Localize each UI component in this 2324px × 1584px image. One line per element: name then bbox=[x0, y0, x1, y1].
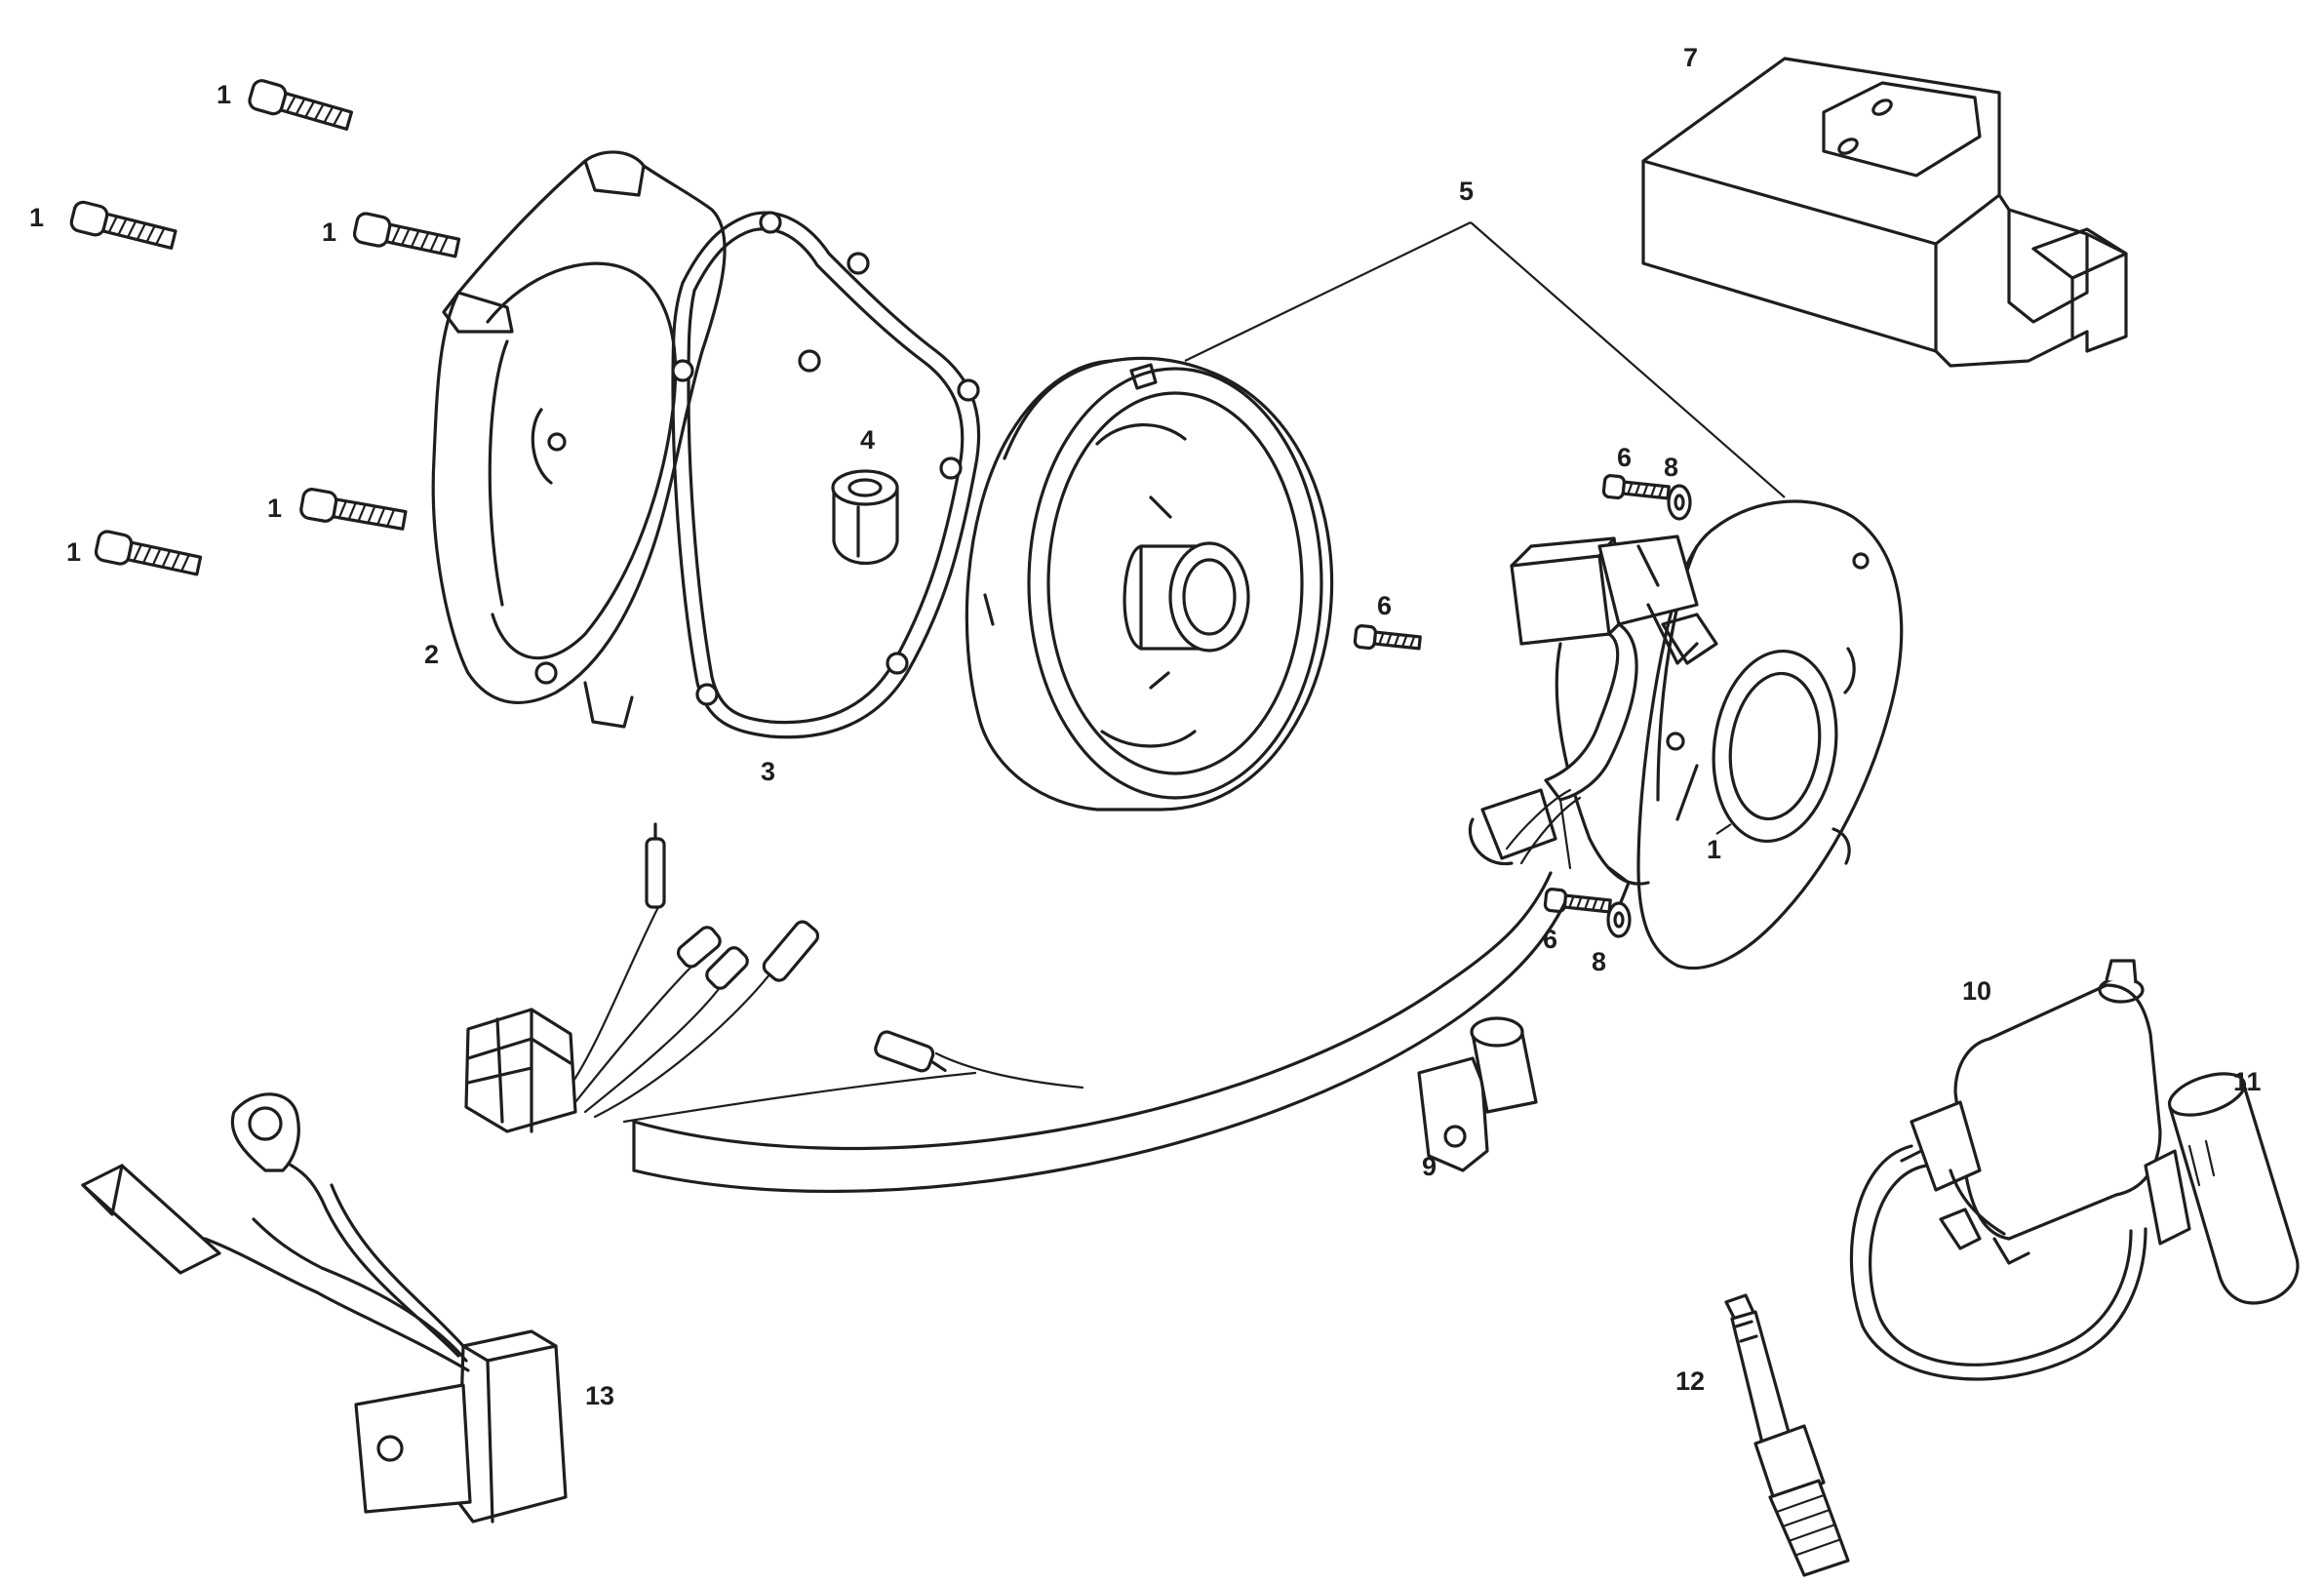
bullet-connector-b bbox=[676, 926, 722, 969]
spark-plug bbox=[1724, 1293, 1850, 1577]
washer-8-bottom bbox=[1606, 901, 1632, 938]
bullet-connector-c bbox=[705, 946, 749, 990]
callout-gasket: 3 bbox=[761, 757, 775, 786]
callout-screw-top: 6 bbox=[1617, 443, 1632, 472]
leader-5-to-flywheel bbox=[1184, 221, 1472, 362]
callout-washer-bottom: 8 bbox=[1592, 947, 1606, 976]
callout-bolt-c: 1 bbox=[322, 218, 336, 247]
bolt-1-left bbox=[69, 200, 177, 250]
callout-spark-plug: 12 bbox=[1675, 1366, 1705, 1396]
bolt-1-top bbox=[248, 79, 354, 131]
ignition-coil bbox=[1900, 959, 2162, 1265]
leader-5-to-stator bbox=[1470, 221, 1786, 498]
wiring-harness bbox=[464, 788, 1582, 1193]
callout-pickup-sensor: 9 bbox=[1422, 1152, 1437, 1181]
multi-pin-connector bbox=[464, 1008, 577, 1133]
leader-1-stator bbox=[1715, 823, 1732, 835]
washer-8-top bbox=[1667, 484, 1692, 521]
spark-plug-cap bbox=[1849, 1072, 2300, 1381]
voltage-regulator bbox=[81, 1092, 568, 1524]
callout-bolt-b: 1 bbox=[29, 203, 44, 232]
stator bbox=[1510, 499, 1904, 970]
alternator-cover bbox=[431, 150, 727, 729]
callout-stator-part: 1 bbox=[1707, 835, 1721, 864]
screw-6-mid bbox=[1353, 624, 1422, 651]
cdi-unit bbox=[1641, 57, 2128, 368]
bullet-connector-a bbox=[645, 822, 666, 909]
callout-flywheel-stator-assembly: 5 bbox=[1459, 177, 1474, 206]
callout-screw-bottom: 6 bbox=[1543, 925, 1557, 954]
screw-6-top bbox=[1601, 474, 1671, 500]
bushing bbox=[831, 469, 899, 565]
bolt-1-lower bbox=[299, 488, 408, 531]
cover-gasket bbox=[671, 211, 981, 739]
callout-ignition-coil: 10 bbox=[1962, 976, 1991, 1006]
callout-bushing: 4 bbox=[860, 425, 875, 455]
bullet-connector-d bbox=[762, 920, 820, 982]
callout-regulator: 13 bbox=[585, 1381, 614, 1410]
callout-bolt-e: 1 bbox=[66, 537, 81, 567]
bolt-1-mid bbox=[352, 212, 461, 258]
callout-bolt-d: 1 bbox=[267, 494, 282, 523]
callout-cover: 2 bbox=[424, 640, 439, 669]
callout-bolt-a: 1 bbox=[217, 80, 231, 109]
flywheel bbox=[965, 356, 1334, 812]
screw-6-bottom bbox=[1543, 888, 1612, 914]
callout-cdi-unit: 7 bbox=[1683, 43, 1698, 72]
bullet-connector-e bbox=[874, 1030, 947, 1073]
callout-screw-mid: 6 bbox=[1377, 591, 1392, 620]
bolt-1-bottom bbox=[94, 530, 203, 576]
callout-spark-plug-cap: 11 bbox=[2233, 1067, 2262, 1096]
pickup-sensor bbox=[1417, 1016, 1538, 1172]
callout-washer-top: 8 bbox=[1664, 453, 1678, 482]
